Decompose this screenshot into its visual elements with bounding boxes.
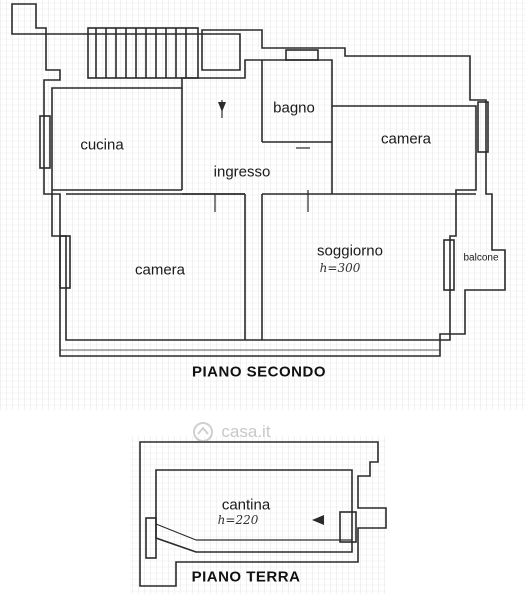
- room-label-cucina: cucina: [80, 136, 124, 154]
- upper-floor-inner-wall: [51, 59, 477, 341]
- room-label-soggiorno: soggiorno: [317, 242, 383, 260]
- casa-watermark-logo: [193, 422, 213, 442]
- room-label-camera-left: camera: [134, 261, 186, 279]
- floor-title-piano-secondo: PIANO SECONDO: [191, 363, 327, 381]
- room-label-ingresso: ingresso: [213, 163, 271, 181]
- window-soggiorno-right: [443, 239, 455, 291]
- scan-texture-lower: [130, 436, 386, 594]
- room-label-bagno: bagno: [273, 99, 315, 117]
- upper-floor-outer-wall: [11, 3, 506, 357]
- window-camera-left: [59, 235, 71, 289]
- cantina-entrance-arrow-icon: [312, 515, 324, 525]
- window-camera-right: [477, 101, 489, 153]
- floor-title-piano-terra: PIANO TERRA: [191, 568, 301, 586]
- room-label-cantina: cantina: [221, 496, 271, 514]
- room-height-soggiorno: h=300: [319, 261, 361, 275]
- staircase: [87, 27, 199, 79]
- cantina-door-right: [339, 511, 357, 543]
- room-label-balcone: balcone: [463, 252, 499, 264]
- cantina-outer-wall: [139, 441, 387, 587]
- room-label-camera-right: camera: [380, 130, 432, 148]
- window-bagno-top: [285, 49, 319, 61]
- watermark-text: casa.it: [221, 422, 271, 441]
- scan-texture-upper: [0, 0, 526, 410]
- window-cucina: [39, 115, 51, 169]
- cantina-window-left: [145, 517, 157, 559]
- entrance-arrow-icon: [218, 102, 226, 112]
- room-height-cantina: h=220: [217, 513, 259, 527]
